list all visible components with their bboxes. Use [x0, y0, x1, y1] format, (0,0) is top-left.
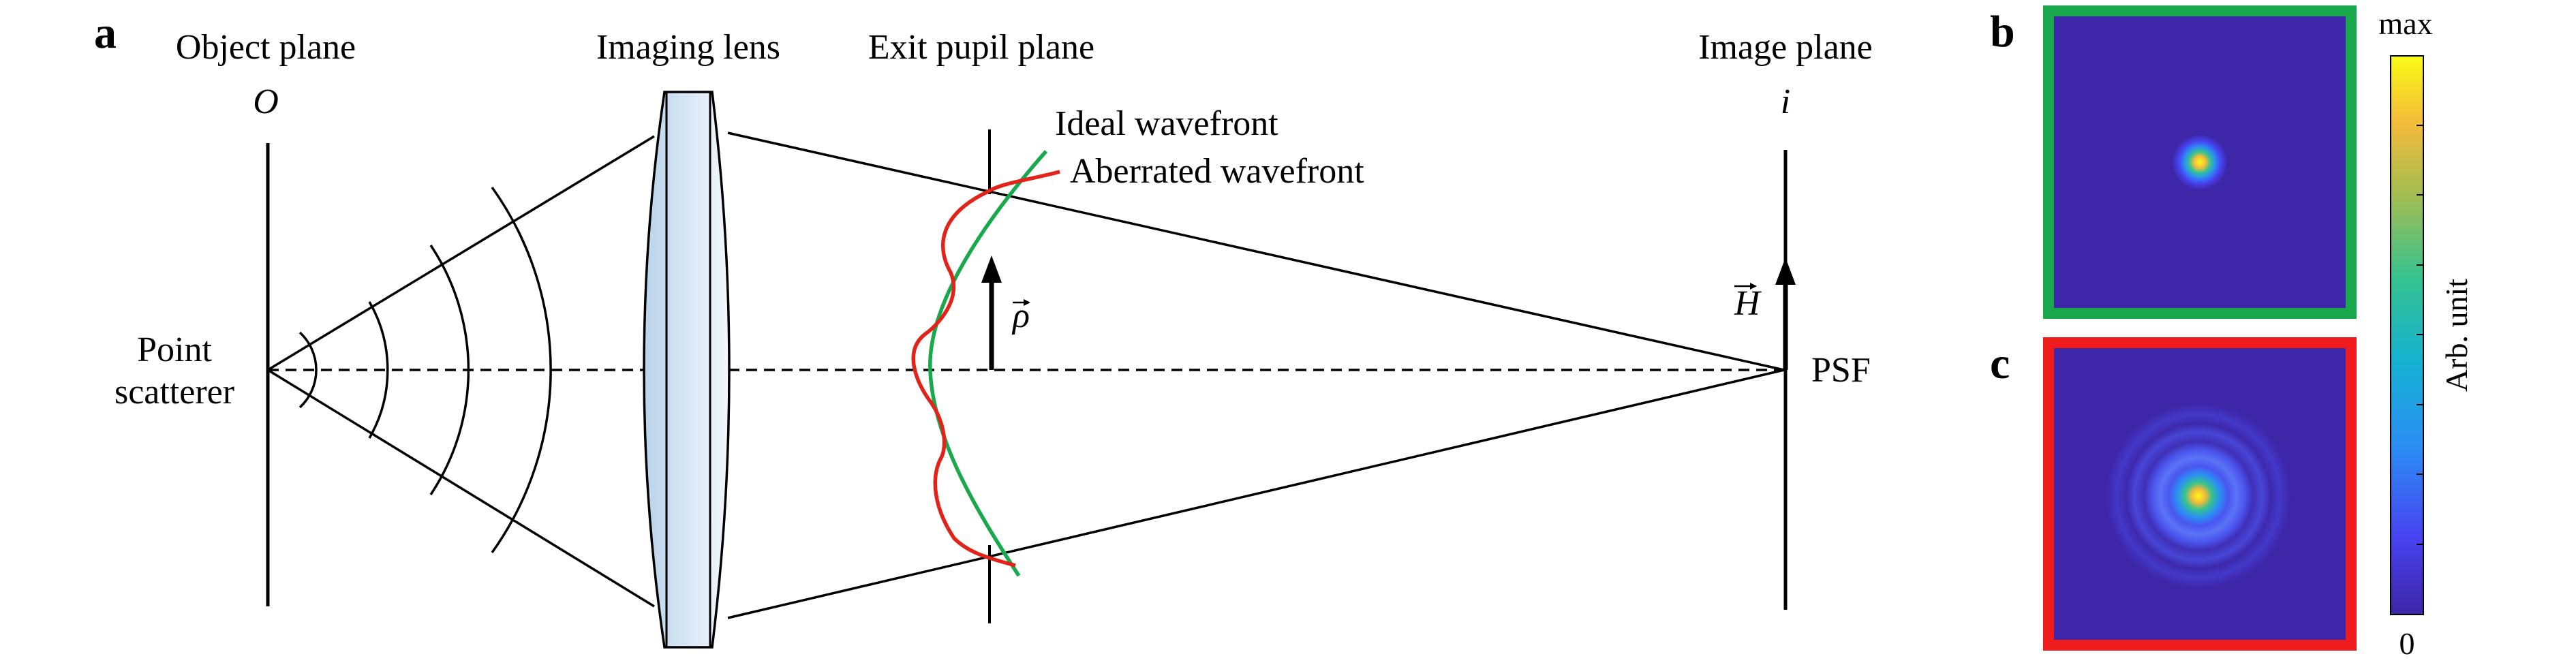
- rho-arrow-head: [981, 255, 1002, 283]
- imaging-lens: [643, 91, 731, 649]
- marginal-ray-lower-image: [727, 369, 1785, 619]
- psf-b-image: [2118, 80, 2282, 244]
- panel-letter-b: b: [1990, 7, 2015, 57]
- colorbar-ticks: [2417, 125, 2423, 545]
- aberrated-wavefront-curve: [911, 170, 1060, 568]
- panel-b: b: [1990, 5, 2357, 319]
- panel-letter-a: a: [94, 8, 117, 58]
- object-plane-label: Object plane: [176, 28, 356, 67]
- image-symbol: i: [1781, 82, 1790, 121]
- spherical-wavefront-1: [298, 331, 318, 409]
- panel-letter-c: c: [1990, 339, 2010, 388]
- h-vector-tip: [1750, 283, 1757, 290]
- marginal-ray-lower-object: [267, 369, 655, 608]
- object-symbol: O: [253, 82, 279, 121]
- spherical-wavefront-4: [491, 186, 552, 554]
- point-scatterer-label-line2: scatterer: [114, 373, 234, 412]
- colorbar-min-label: 0: [2399, 626, 2415, 661]
- h-symbol: H: [1734, 284, 1762, 323]
- marginal-ray-upper-object: [267, 135, 655, 371]
- panel-c: c: [1990, 337, 2357, 651]
- colorbar-axis-label: Arb. unit: [2439, 279, 2474, 392]
- panel-a: a Object plane O Imaging lens Exit pupil…: [94, 8, 1873, 649]
- image-plane-label: Image plane: [1698, 28, 1873, 67]
- aberrated-wavefront-label: Aberrated wavefront: [1070, 152, 1364, 191]
- psf-label: PSF: [1811, 351, 1871, 390]
- colorbar: max 0 Arb. unit: [2378, 6, 2474, 661]
- psf-c-image: [2062, 360, 2335, 632]
- rho-vector-tip: [1024, 299, 1030, 306]
- exit-pupil-plane-label: Exit pupil plane: [868, 28, 1094, 67]
- h-arrow-head: [1775, 258, 1796, 285]
- spherical-wavefront-2: [368, 301, 389, 439]
- ideal-wavefront-curve: [928, 150, 1048, 577]
- colorbar-max-label: max: [2378, 6, 2432, 41]
- point-scatterer-label-line1: Point: [137, 330, 212, 369]
- spherical-wavefront-3: [429, 245, 470, 495]
- marginal-ray-upper-image: [727, 131, 1785, 371]
- ideal-wavefront-label: Ideal wavefront: [1055, 104, 1278, 143]
- imaging-lens-label: Imaging lens: [596, 28, 780, 67]
